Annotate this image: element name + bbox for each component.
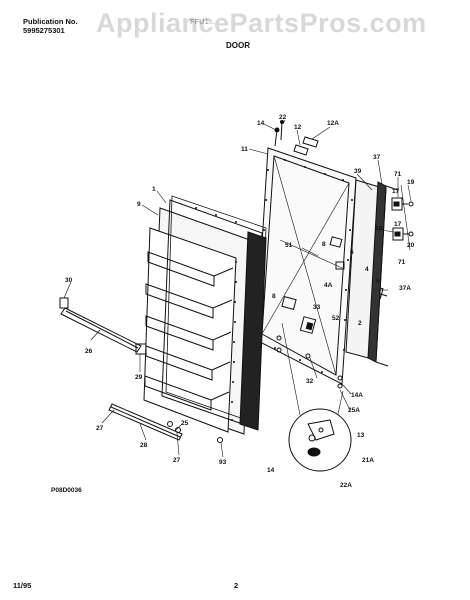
callout-19: 19 — [407, 179, 415, 186]
callout-71-bottom: 71 — [398, 259, 406, 266]
callout-2: 2 — [358, 320, 362, 327]
detail-inset — [281, 322, 352, 472]
callout-21a: 21A — [362, 457, 374, 464]
callout-30: 30 — [65, 277, 73, 284]
hinge-rail — [345, 179, 399, 367]
callout-12: 12 — [294, 124, 302, 131]
section-title: DOOR — [226, 41, 250, 50]
callout-12a: 12A — [327, 120, 339, 127]
figure-code: P08D0036 — [51, 487, 82, 494]
callout-37a: 37A — [399, 285, 411, 292]
callout-37: 37 — [373, 154, 381, 161]
callout-93: 93 — [219, 459, 227, 466]
callout-27-left: 27 — [96, 425, 104, 432]
callout-28: 28 — [140, 442, 148, 449]
callout-25: 25 — [181, 420, 189, 427]
publication-label: Publication No. — [23, 17, 78, 26]
callout-5: 5 — [376, 278, 380, 285]
callout-17-bottom: 17 — [394, 221, 402, 228]
callout-8: 8 — [322, 241, 326, 248]
top-hinge-parts — [274, 120, 319, 156]
callout-22a: 22A — [340, 482, 352, 489]
screws — [167, 335, 343, 443]
callout-17-top: 17 — [392, 188, 400, 195]
model-number: FFU1... — [190, 17, 216, 26]
callout-20: 20 — [407, 242, 415, 249]
callout-71-top: 71 — [394, 171, 402, 178]
callout-27-bottom: 27 — [173, 457, 181, 464]
page-number: 2 — [234, 581, 239, 590]
callout-22: 22 — [279, 114, 287, 121]
callout-6: 6 — [350, 249, 354, 256]
door-gasket — [161, 195, 267, 431]
callout-39: 39 — [354, 168, 362, 175]
hinge-hardware — [391, 184, 414, 251]
callout-8b: 8 — [272, 293, 276, 300]
callout-29: 29 — [135, 374, 143, 381]
callout-11: 11 — [241, 146, 248, 153]
callout-9: 9 — [137, 201, 141, 208]
shelf-retainer-bar — [59, 297, 147, 355]
callout-4: 4 — [365, 266, 369, 273]
callout-1: 1 — [152, 186, 156, 193]
callout-32: 32 — [306, 378, 314, 385]
inner-door-liner — [143, 207, 251, 435]
callout-18: 18 — [375, 225, 383, 232]
footer-date: 11/95 — [13, 581, 32, 590]
callout-52: 52 — [332, 315, 340, 322]
callout-14: 14 — [257, 120, 265, 127]
publication-number: 5995275301 — [23, 26, 65, 35]
callout-25a: 25A — [348, 407, 360, 414]
callout-13: 13 — [357, 432, 365, 439]
callout-26: 26 — [85, 348, 93, 355]
bottom-rail — [108, 403, 183, 441]
callout-14-detail: 14 — [267, 467, 275, 474]
callout-4a: 4A — [324, 282, 333, 289]
callout-14a: 14A — [351, 392, 363, 399]
callout-33: 33 — [313, 304, 321, 311]
callout-51: 51 — [285, 242, 293, 249]
watermark: AppliancePartsPros.com — [96, 8, 427, 38]
